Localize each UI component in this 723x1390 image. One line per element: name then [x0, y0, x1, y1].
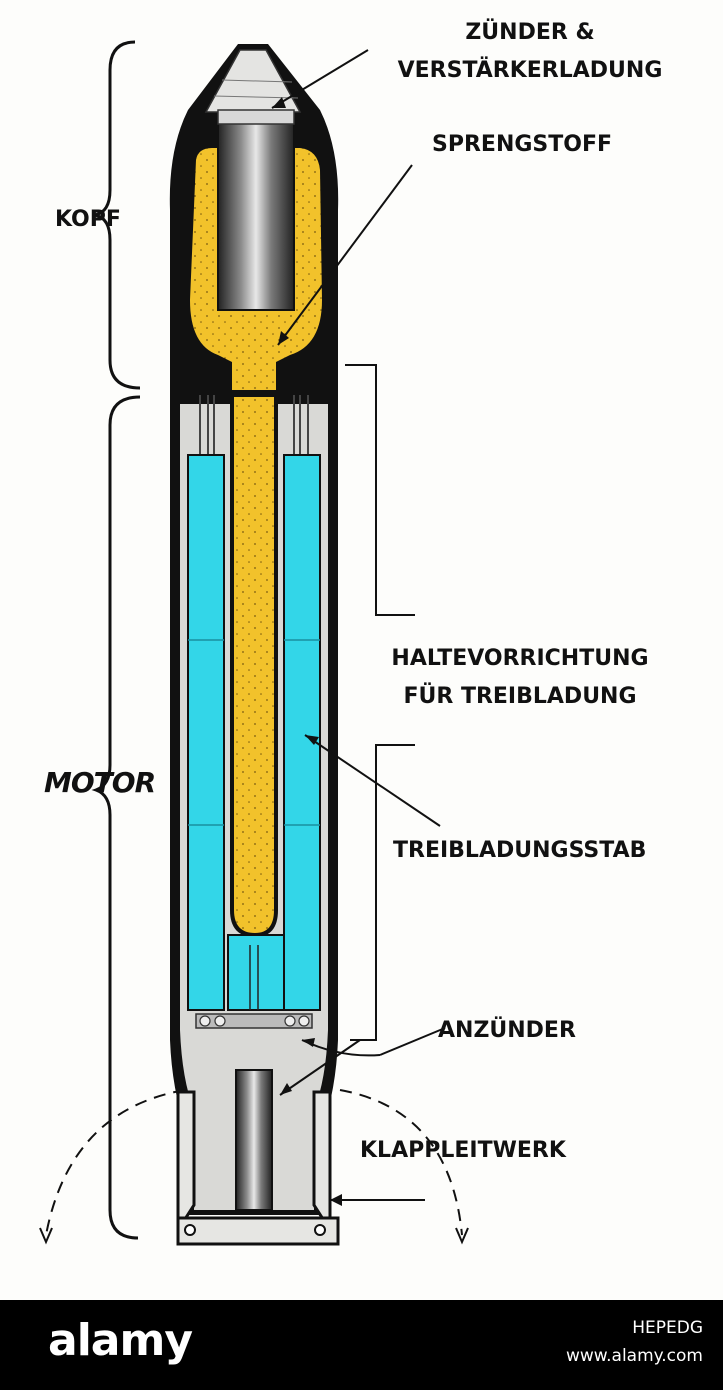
watermark-footer: [0, 1300, 723, 1390]
label-zuender-1: ZÜNDER &: [465, 20, 595, 45]
label-sprengstoff: SPRENGSTOFF: [432, 132, 613, 157]
label-anzuender: ANZÜNDER: [438, 1018, 576, 1043]
label-zuender-2: VERSTÄRKERLADUNG: [397, 58, 663, 83]
brand-logo: alamy: [48, 1315, 193, 1366]
label-motor: MOTOR: [44, 766, 156, 799]
brace-motor: [91, 395, 141, 1240]
label-halte-1: HALTEVORRICHTUNG: [391, 646, 649, 671]
folding-fins: [176, 1090, 340, 1246]
igniter-plate: [195, 1013, 313, 1029]
image-id: HEPEDG: [632, 1318, 703, 1338]
site-url: www.alamy.com: [565, 1346, 703, 1366]
label-halte-2: FÜR TREIBLADUNG: [403, 684, 637, 709]
propellant-sticks: [187, 454, 321, 1011]
rocket-diagram: [39, 40, 469, 1246]
label-kopf: KOPF: [55, 207, 121, 232]
booster-cylinder: [217, 117, 295, 311]
label-klappleitwerk: KLAPPLEITWERK: [360, 1138, 566, 1163]
label-treibladungsstab: TREIBLADUNGSSTAB: [393, 838, 647, 863]
nozzle: [235, 1069, 273, 1211]
diagram-canvas: [0, 0, 723, 1300]
brace-kopf: [94, 40, 141, 390]
